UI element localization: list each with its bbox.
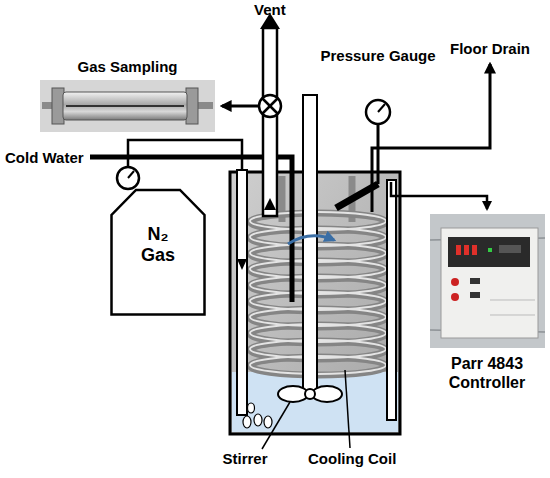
part-label: Vent: [254, 1, 286, 18]
node-label: Parr 4843 Controller: [428, 354, 546, 392]
part-label: Floor Drain: [450, 40, 530, 57]
sampling-cylinder-photo: [40, 80, 215, 132]
sampling-box: Gas Sampling: [40, 58, 215, 134]
vent-line: [259, 13, 281, 216]
cylinder-shape: [112, 190, 205, 315]
part-label: Cold Water: [5, 149, 84, 166]
node-label: N₂ Gas: [128, 224, 188, 266]
stirrer: [278, 95, 342, 402]
gas-bubbles: [243, 403, 272, 428]
sampling-arrow: [222, 105, 258, 108]
leader-line: [345, 370, 350, 448]
node-label: Gas Sampling: [40, 58, 215, 76]
gas-cylinder: N₂ Gas: [110, 188, 206, 316]
controller-box: Parr 4843 Controller: [428, 212, 546, 396]
leader-line: [262, 402, 290, 449]
part-label: Stirrer: [223, 450, 268, 467]
part-label: Pressure Gauge: [321, 47, 436, 64]
part-label: Cooling Coil: [308, 450, 396, 467]
controller-photo: [430, 214, 545, 348]
pressure-gauge: [336, 100, 390, 208]
